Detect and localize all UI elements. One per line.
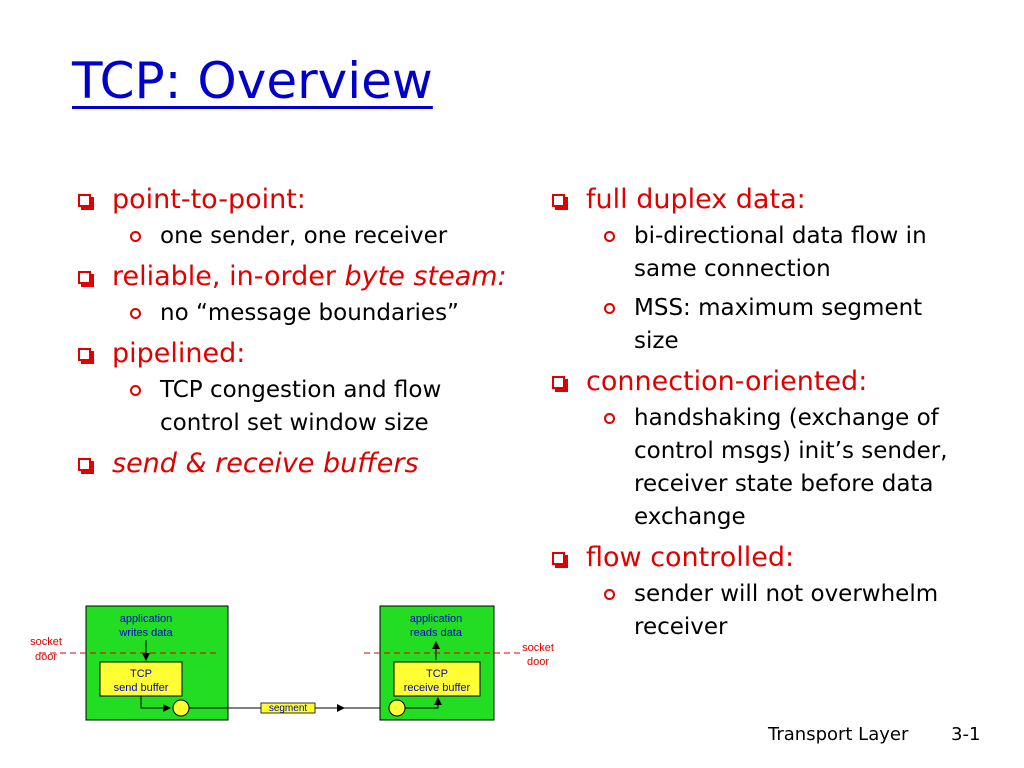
right-socket-line2: door bbox=[527, 656, 549, 668]
square-bullet-icon bbox=[78, 194, 94, 210]
left-app-line2: writes data bbox=[118, 627, 173, 639]
footer-section: Transport Layer bbox=[768, 724, 909, 745]
left-socket-line2: door bbox=[35, 651, 57, 663]
send-buffer-box bbox=[99, 661, 183, 697]
right-column: full duplex data: bi-directional data fl… bbox=[552, 178, 972, 650]
square-bullet-icon bbox=[552, 194, 568, 210]
square-bullet-icon bbox=[552, 552, 568, 568]
right-socket-line1: socket bbox=[522, 642, 554, 654]
send-buffer-connector bbox=[140, 696, 171, 712]
bullet-reliable: reliable, in-order byte steam: bbox=[78, 259, 508, 295]
tcp-buffer-diagram: application writes data TCP send buffer … bbox=[30, 605, 554, 721]
receive-buffer-box bbox=[393, 661, 481, 697]
sub-bullet: handshaking (exchange of control msgs) i… bbox=[552, 402, 972, 534]
receiver-socket-circle bbox=[388, 699, 406, 717]
send-buffer-line2: send buffer bbox=[114, 682, 169, 694]
sub-bullet: TCP congestion and flow control set wind… bbox=[78, 374, 508, 440]
page-title: TCP: Overview bbox=[72, 52, 433, 110]
receive-buffer-line2: receive buffer bbox=[404, 682, 471, 694]
bullet-connection-oriented: connection-oriented: bbox=[552, 364, 972, 400]
sender-socket-circle bbox=[172, 699, 190, 717]
receive-buffer-connector bbox=[405, 697, 442, 709]
ring-bullet-icon bbox=[604, 413, 615, 424]
left-socket-line1: socket bbox=[30, 636, 62, 648]
bullet-pipelined: pipelined: bbox=[78, 336, 508, 372]
bullet-point-to-point: point-to-point: bbox=[78, 182, 508, 218]
right-app-line2: reads data bbox=[410, 627, 463, 639]
footer-page-number: 3-1 bbox=[951, 724, 981, 745]
bullet-flow-controlled: flow controlled: bbox=[552, 540, 972, 576]
square-bullet-icon bbox=[552, 376, 568, 392]
square-bullet-icon bbox=[78, 458, 94, 474]
ring-bullet-icon bbox=[130, 385, 141, 396]
sub-bullet: bi-directional data flow in same connect… bbox=[552, 220, 972, 286]
ring-bullet-icon bbox=[604, 303, 615, 314]
square-bullet-icon bbox=[78, 348, 94, 364]
receive-buffer-line1: TCP bbox=[426, 668, 448, 680]
ring-bullet-icon bbox=[604, 589, 615, 600]
send-buffer-line1: TCP bbox=[130, 668, 152, 680]
sub-bullet: MSS: maximum segment size bbox=[552, 292, 972, 358]
sub-bullet: no “message boundaries” bbox=[78, 297, 508, 330]
bullet-full-duplex: full duplex data: bbox=[552, 182, 972, 218]
left-app-line1: application bbox=[120, 613, 173, 625]
ring-bullet-icon bbox=[130, 231, 141, 242]
sub-bullet: one sender, one receiver bbox=[78, 220, 508, 253]
left-column: point-to-point: one sender, one receiver… bbox=[78, 178, 508, 482]
segment-label: segment bbox=[269, 703, 308, 714]
ring-bullet-icon bbox=[604, 231, 615, 242]
ring-bullet-icon bbox=[130, 308, 141, 319]
segment-box bbox=[260, 702, 316, 714]
sub-bullet: sender will not overwhelm receiver bbox=[552, 578, 972, 644]
square-bullet-icon bbox=[78, 271, 94, 287]
bullet-buffers: send & receive buffers bbox=[78, 446, 508, 482]
right-app-line1: application bbox=[410, 613, 463, 625]
